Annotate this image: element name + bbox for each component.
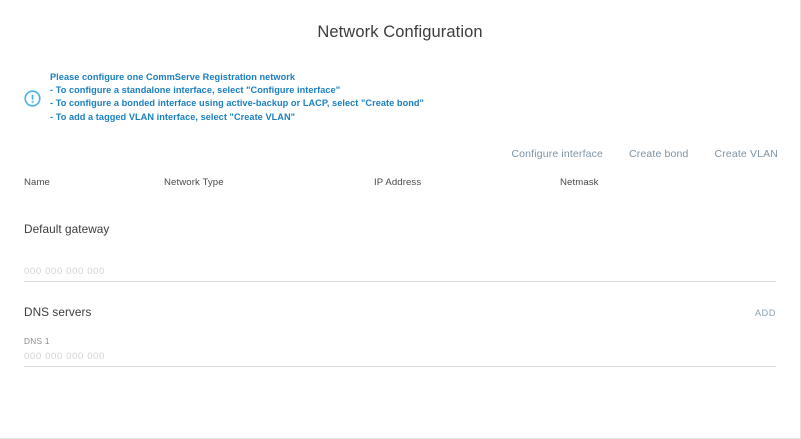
create-vlan-link[interactable]: Create VLAN	[714, 147, 778, 160]
info-line-1: Please configure one CommServe Registrat…	[50, 72, 296, 82]
configure-interface-link[interactable]: Configure interface	[511, 147, 604, 160]
default-gateway-input[interactable]	[24, 265, 776, 282]
column-header-network-type: Network Type	[164, 176, 224, 188]
dns-servers-title: DNS servers	[24, 304, 92, 319]
info-line-2: - To configure a standalone interface, s…	[50, 85, 341, 96]
default-gateway-section: Default gateway	[0, 222, 800, 282]
dns-servers-section: DNS servers ADD DNS 1	[0, 305, 800, 367]
dns-1-label: DNS 1	[24, 335, 50, 346]
interface-actions: Configure interface Create bond Create V…	[0, 148, 800, 160]
dns-servers-header: DNS servers ADD	[24, 305, 776, 319]
info-line-4: - To add a tagged VLAN interface, select…	[50, 111, 296, 122]
page-title: Network Configuration	[317, 23, 483, 41]
info-circle-icon	[24, 90, 41, 107]
dns-1-input[interactable]	[24, 350, 776, 367]
add-dns-server-button[interactable]: ADD	[754, 307, 776, 318]
default-gateway-title: Default gateway	[24, 221, 110, 236]
info-banner: Please configure one CommServe Registrat…	[0, 71, 800, 124]
interfaces-table-body	[0, 188, 800, 202]
column-header-ip-address: IP Address	[374, 176, 422, 188]
column-header-name: Name	[24, 176, 50, 188]
info-message: Please configure one CommServe Registrat…	[50, 71, 424, 124]
create-bond-link[interactable]: Create bond	[629, 147, 689, 160]
column-header-netmask: Netmask	[560, 176, 599, 188]
info-line-3: - To configure a bonded interface using …	[50, 98, 424, 109]
dns-entry: DNS 1	[24, 336, 776, 367]
interfaces-table-header: Name Network Type IP Address Netmask	[0, 177, 800, 188]
default-gateway-field-wrap	[24, 265, 776, 282]
